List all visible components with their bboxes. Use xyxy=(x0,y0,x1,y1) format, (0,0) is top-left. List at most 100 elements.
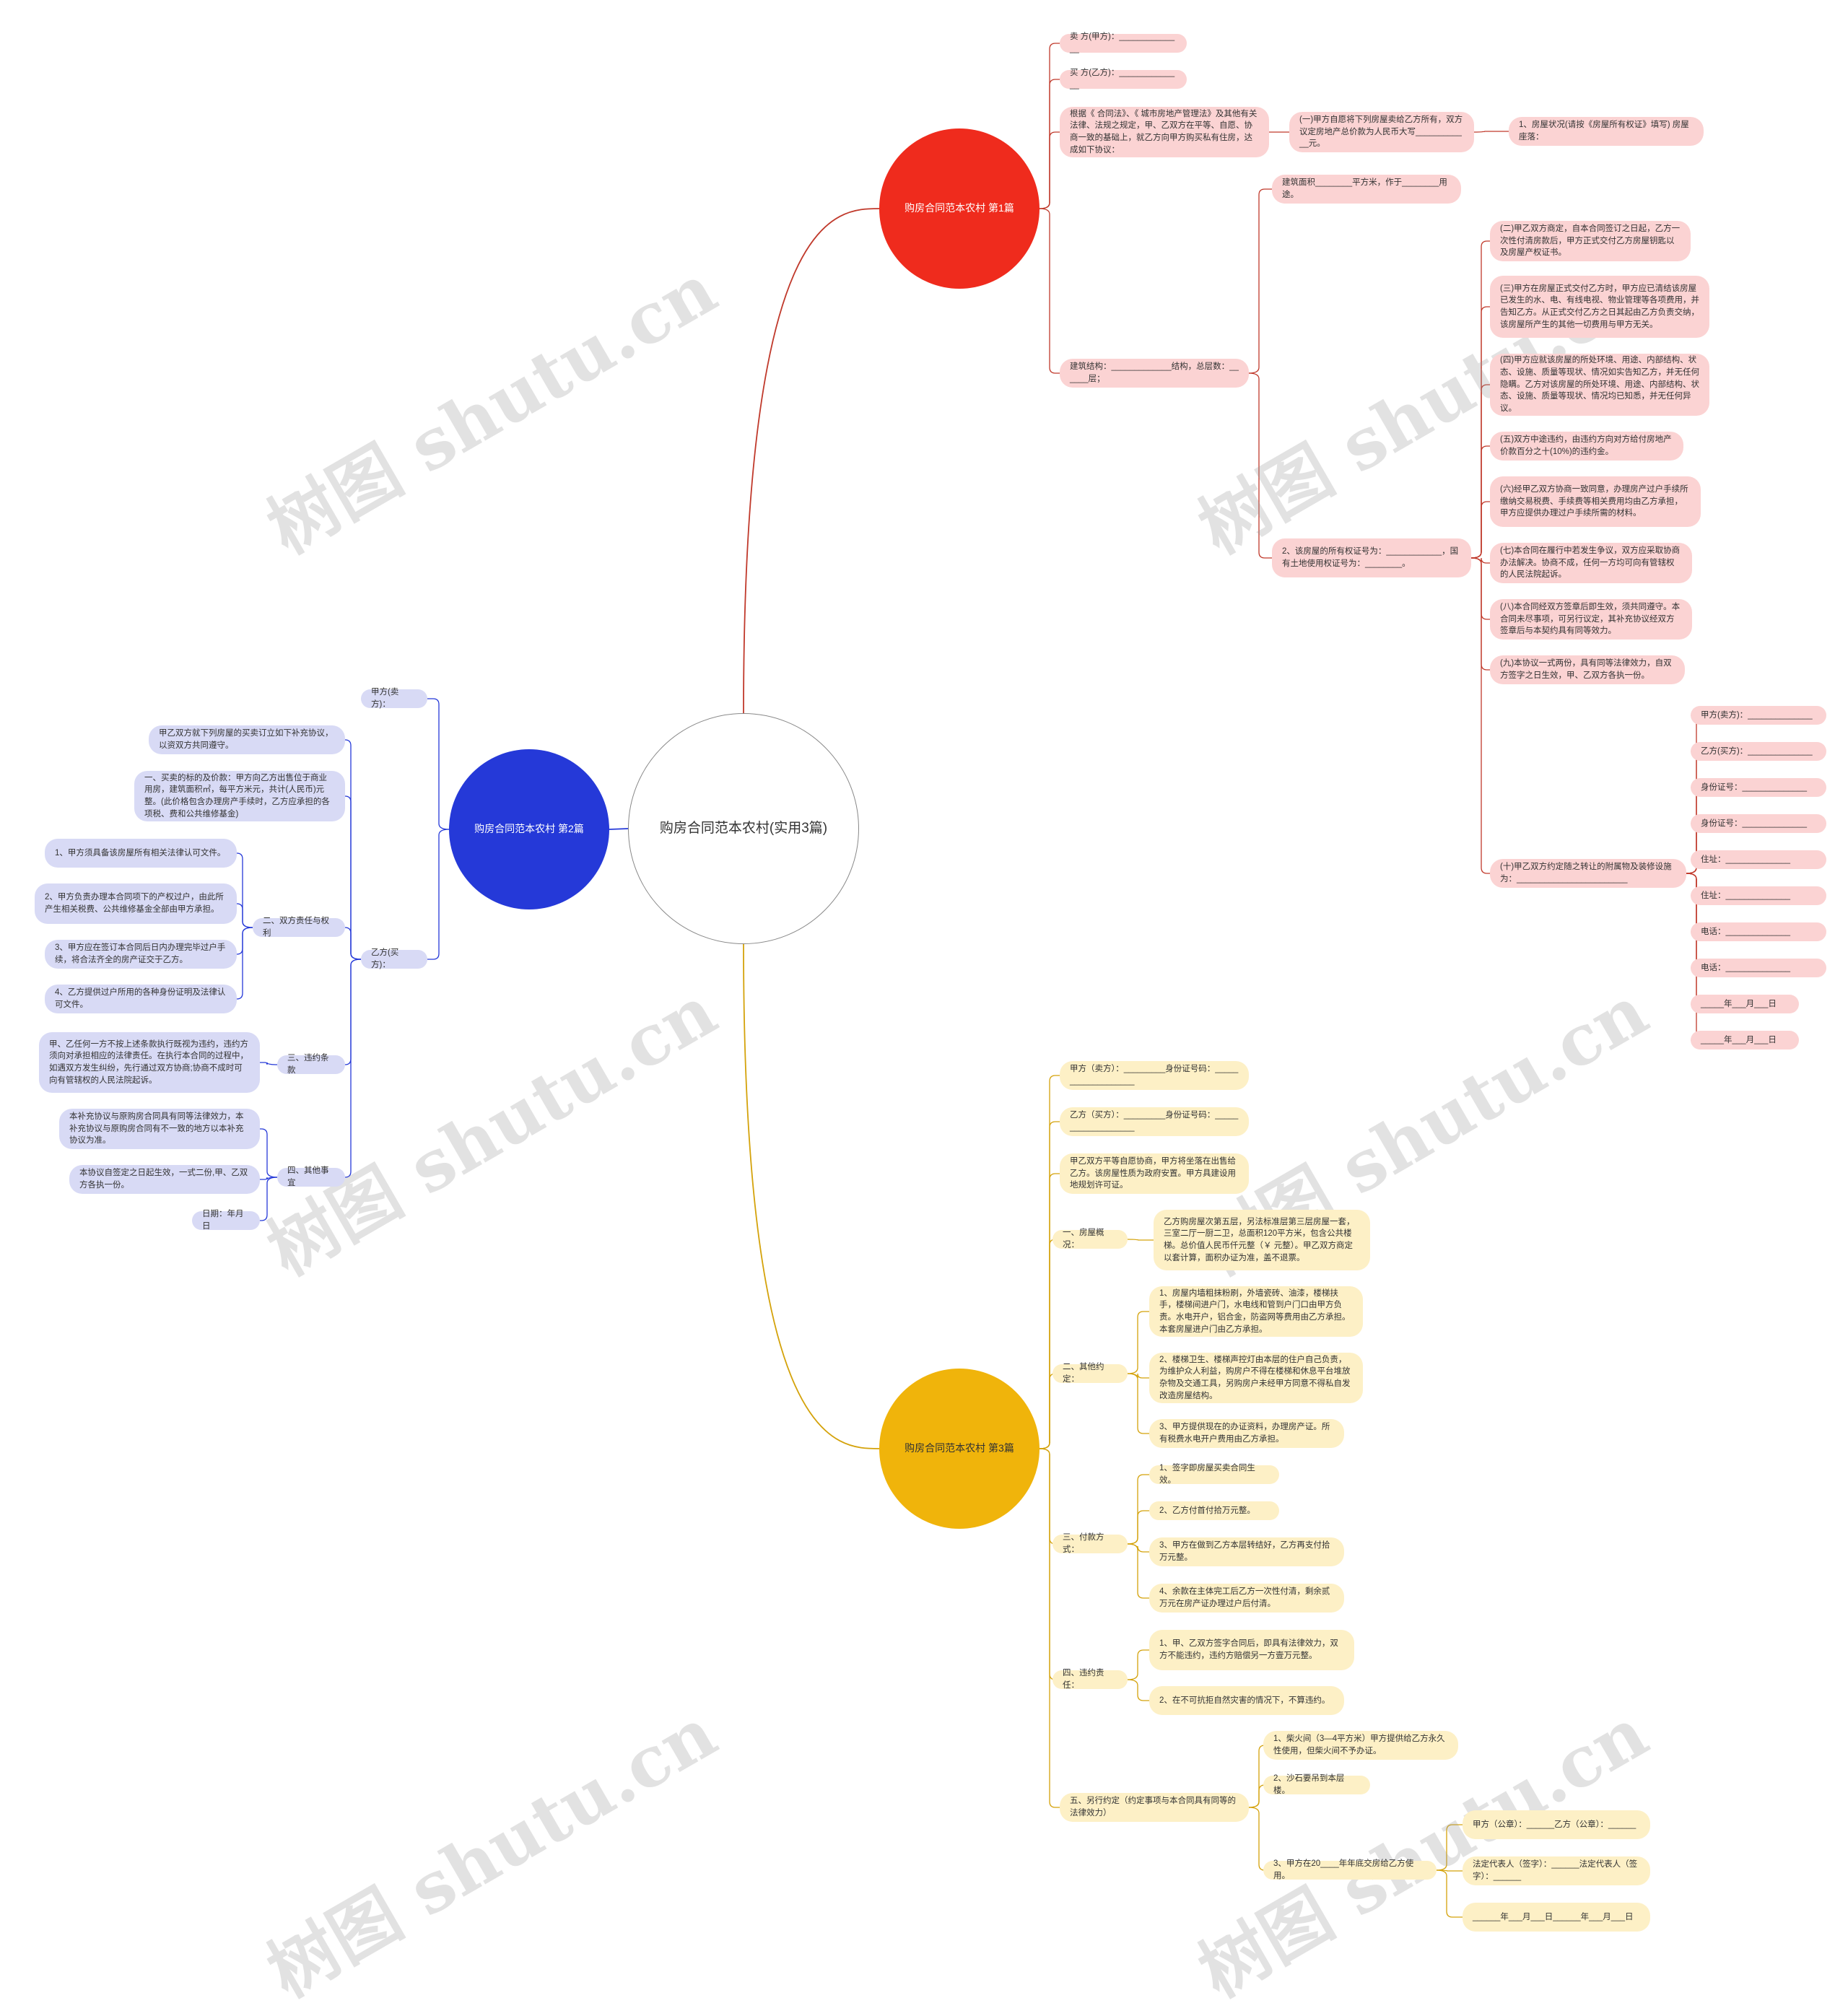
connector xyxy=(260,1177,278,1221)
b1-clause-8[interactable]: (八)本合同经双方签章后即生效，须共同遵守。本合同未尽事项，可另行议定，其补充协… xyxy=(1490,599,1692,640)
b3-pay-1[interactable]: 1、签字即房屋买卖合同生效。 xyxy=(1149,1464,1279,1485)
b1-item1a[interactable]: 1、房屋状况(请按《房屋所有权证》填写) 房屋座落： xyxy=(1509,117,1704,146)
b2-item1[interactable]: 一、买卖的标的及价款：甲方向乙方出售位于商业用房，建筑面积㎡，每平方米元，共计(… xyxy=(134,771,345,821)
connector xyxy=(1248,1745,1265,1808)
b2-section-3[interactable]: 三、违约条款 xyxy=(277,1054,345,1075)
b3-intro[interactable]: 甲乙双方平等自愿协商，甲方将坐落在出售给乙方。该房屋性质为政府安置。甲方具建设用… xyxy=(1060,1153,1249,1194)
connector xyxy=(1470,384,1490,559)
b3-other-2[interactable]: 2、楼梯卫生、楼梯声控灯由本层的住户自己负责，为维护众人利益，购房户不得在楼梯和… xyxy=(1149,1353,1363,1403)
b3-extra-3[interactable]: 3、甲方在20____年年底交房给乙方使用。 xyxy=(1263,1859,1437,1880)
b1-sig-item[interactable]: 身份证号：______________ xyxy=(1691,814,1826,833)
b3-section-2[interactable]: 二、其他约定： xyxy=(1052,1363,1128,1384)
b1-sig-item[interactable]: 乙方(买方)：______________ xyxy=(1691,742,1826,761)
center-topic[interactable]: 购房合同范本农村(实用3篇) xyxy=(628,713,859,944)
b3-breach-2[interactable]: 2、在不可抗拒自然灾害的情况下，不算违约。 xyxy=(1149,1686,1344,1715)
b2-other-2[interactable]: 本协议自签定之日起生效，一式二份,甲、乙双方各执一份。 xyxy=(69,1165,260,1194)
b3-section-4[interactable]: 四、违约责任： xyxy=(1052,1669,1128,1690)
b2-duty-3[interactable]: 3、甲方应在签订本合同后日内办理完毕过户手续，将合法齐全的房产证交于乙方。 xyxy=(45,940,237,969)
b1-area[interactable]: 建筑面积________平方米，作于________用途。 xyxy=(1272,175,1461,204)
b2-intro[interactable]: 甲乙双方就下列房屋的买卖订立如下补充协议，以资双方共同遵守。 xyxy=(149,725,345,754)
b2-other-1[interactable]: 本补充协议与原购房合同具有同等法律效力，本补充协议与原购房合同有不一致的地方以本… xyxy=(59,1109,260,1149)
connector xyxy=(743,208,880,714)
b1-clause-5[interactable]: (五)双方中途违约，由违约方向对方给付房地产价款百分之十(10%)的违约金。 xyxy=(1490,432,1683,461)
b1-sig-item[interactable]: 电话：______________ xyxy=(1691,922,1826,941)
b3-section-3[interactable]: 三、付款方式： xyxy=(1052,1533,1128,1554)
branch-2-topic[interactable]: 购房合同范本农村 第2篇 xyxy=(449,749,609,909)
b1-clause-10[interactable]: (十)甲乙双方约定随之转让的附属物及装修设施为：________________… xyxy=(1490,859,1686,888)
connector xyxy=(1248,1807,1265,1871)
b1-sig-item[interactable]: 电话：______________ xyxy=(1691,959,1826,977)
b1-clause-4[interactable]: (四)甲方应就该房屋的所处环境、用途、内部结构、状态、设施、质量等现状、情况如实… xyxy=(1490,354,1709,416)
b3-party-b[interactable]: 乙方（买方）：_________身份证号码：__________________… xyxy=(1060,1107,1249,1136)
b2-duty-2[interactable]: 2、甲方负责办理本合同项下的产权过户，由此所产生相关税费、公共维修基金全部由甲方… xyxy=(35,883,237,924)
connector xyxy=(1039,208,1060,374)
connector xyxy=(1127,1649,1149,1680)
connector xyxy=(236,903,253,928)
b3-breach-1[interactable]: 1、甲、乙双方签字合同后，即具有法律效力，双方不能违约，违约方赔偿另一方壹万元整… xyxy=(1149,1630,1354,1670)
b2-section-4[interactable]: 四、其他事宜 xyxy=(277,1166,345,1187)
connector xyxy=(1473,131,1509,133)
b1-sig-item[interactable]: 住址：______________ xyxy=(1691,886,1826,905)
b2-date[interactable]: 日期：年月日 xyxy=(192,1210,260,1231)
b2-breach[interactable]: 甲、乙任何一方不按上述条款执行既视为违约，违约方须向对承担相应的法律责任。在执行… xyxy=(39,1032,260,1093)
b3-extra-2[interactable]: 2、沙石要吊到本层楼。 xyxy=(1263,1774,1370,1795)
b1-clause-9[interactable]: (九)本协议一式两份，具有同等法律效力，自双方签字之日生效，甲、乙双方各执一份。 xyxy=(1490,655,1685,684)
b2-duty-1[interactable]: 1、甲方须具备该房屋所有相关法律认可文件。 xyxy=(45,839,237,868)
b1-clause-3[interactable]: (三)甲方在房屋正式交付乙方时，甲方应已清结该房屋已发生的水、电、有线电视、物业… xyxy=(1490,276,1709,338)
connector xyxy=(1039,1448,1060,1808)
b2-duty-4[interactable]: 4、乙方提供过户所用的各种身份证明及法律认可文件。 xyxy=(45,985,237,1013)
connector xyxy=(1127,1239,1154,1241)
b1-sig-item[interactable]: _____年___月___日 xyxy=(1691,995,1799,1013)
connector xyxy=(1127,1679,1149,1701)
connector xyxy=(1470,557,1490,671)
b3-seal[interactable]: 甲方（公章）：______乙方（公章）：______ xyxy=(1463,1810,1650,1839)
b3-extra-1[interactable]: 1、柴火间（3—4平方米）甲方提供给乙方永久性使用，但柴火间不予办证。 xyxy=(1263,1731,1458,1760)
b3-other-1[interactable]: 1、房屋内墙粗抹粉刷，外墙瓷砖、油漆，楼梯扶手，楼梯间进户门，水电线和管到户门口… xyxy=(1149,1286,1363,1337)
b1-seller[interactable]: 卖 方(甲方)：______________ xyxy=(1060,32,1187,53)
connector xyxy=(236,852,253,928)
b3-pay-3[interactable]: 3、甲方在做到乙方本层转结好，乙方再支付拾万元整。 xyxy=(1149,1537,1344,1566)
b1-sig-item[interactable]: 甲方(卖方)：______________ xyxy=(1691,706,1826,725)
connector xyxy=(427,829,450,960)
connector xyxy=(1436,1824,1463,1871)
connector xyxy=(1127,1510,1149,1545)
b3-party-a[interactable]: 甲方（卖方）：_________身份证号码：__________________… xyxy=(1060,1061,1249,1090)
connector xyxy=(427,698,450,830)
connector xyxy=(1436,1869,1463,1918)
b1-clause-2[interactable]: (二)甲乙双方商定，自本合同签订之日起，乙方一次性付清房款后，甲方正式交付乙方房… xyxy=(1490,221,1691,261)
branch-1-topic[interactable]: 购房合同范本农村 第1篇 xyxy=(879,128,1040,289)
b1-clause-7[interactable]: (七)本合同在履行中若发生争议，双方应采取协商办法解决。协商不成，任何一方均可向… xyxy=(1490,543,1692,583)
b3-section-1[interactable]: 一、房屋概况： xyxy=(1052,1229,1128,1249)
connector xyxy=(1248,372,1272,559)
b1-item1[interactable]: (一)甲方自愿将下列房屋卖给乙方所有，双方议定房地产总价款为人民币大写_____… xyxy=(1289,112,1474,152)
connector xyxy=(236,927,253,955)
b3-section-5[interactable]: 五、另行约定（约定事项与本合同具有同等的法律效力） xyxy=(1060,1793,1249,1822)
b2-section-2[interactable]: 二、双方责任与权利 xyxy=(253,917,345,938)
connector xyxy=(1470,306,1490,559)
b1-basis[interactable]: 根据《 合同法》、《 城市房地产管理法》及其他有关法律、法规之规定，甲、乙双方在… xyxy=(1060,107,1269,157)
b3-pay-2[interactable]: 2、乙方付首付拾万元整。 xyxy=(1149,1501,1279,1520)
b3-other-3[interactable]: 3、甲方提供现在的办证资料，办理房产证。所有税费水电开户费用由乙方承担。 xyxy=(1149,1419,1344,1448)
b1-buyer[interactable]: 买 方(乙方)：______________ xyxy=(1060,69,1187,90)
connector xyxy=(1127,1311,1149,1374)
b3-sign-date[interactable]: ______年___月___日______年___月___日 xyxy=(1463,1903,1650,1932)
b1-sig-item[interactable]: _____年___月___日 xyxy=(1691,1031,1799,1050)
b3-house-info[interactable]: 乙方购房屋次第五层，另法标准层第三层房屋一套，三室二厅一厨二卫，总面积120平方… xyxy=(1154,1210,1370,1270)
connector xyxy=(236,927,253,1000)
b1-sig-item[interactable]: 身份证号：______________ xyxy=(1691,778,1826,797)
connector xyxy=(1248,1784,1265,1808)
connector xyxy=(344,739,362,960)
b1-title-no[interactable]: 2、该房屋的所有权证号为：____________，国有土地使用权证号为：___… xyxy=(1272,538,1471,577)
b1-structure[interactable]: 建筑结构：_____________结构，总层数：______层； xyxy=(1060,359,1249,388)
b1-clause-6[interactable]: (六)经甲乙双方协商一致同意，办理房产过户手续所缴纳交易税费、手续费等相关费用均… xyxy=(1490,476,1701,527)
branch-3-topic[interactable]: 购房合同范本农村 第3篇 xyxy=(879,1369,1040,1529)
b1-sig-item[interactable]: 住址：______________ xyxy=(1691,850,1826,869)
connector xyxy=(1470,501,1490,559)
b2-party-b[interactable]: 乙方(买方)： xyxy=(361,948,427,969)
b3-representative[interactable]: 法定代表人（签字）：______法定代表人（签字）：______ xyxy=(1463,1856,1650,1885)
b3-pay-4[interactable]: 4、余款在主体完工后乙方一次性付清，剩余贰万元在房产证办理过户后付清。 xyxy=(1149,1584,1344,1613)
connector xyxy=(1248,188,1272,374)
connector xyxy=(1039,1448,1056,1545)
b2-party-a[interactable]: 甲方(卖方)： xyxy=(361,688,427,709)
connector xyxy=(1039,131,1060,209)
